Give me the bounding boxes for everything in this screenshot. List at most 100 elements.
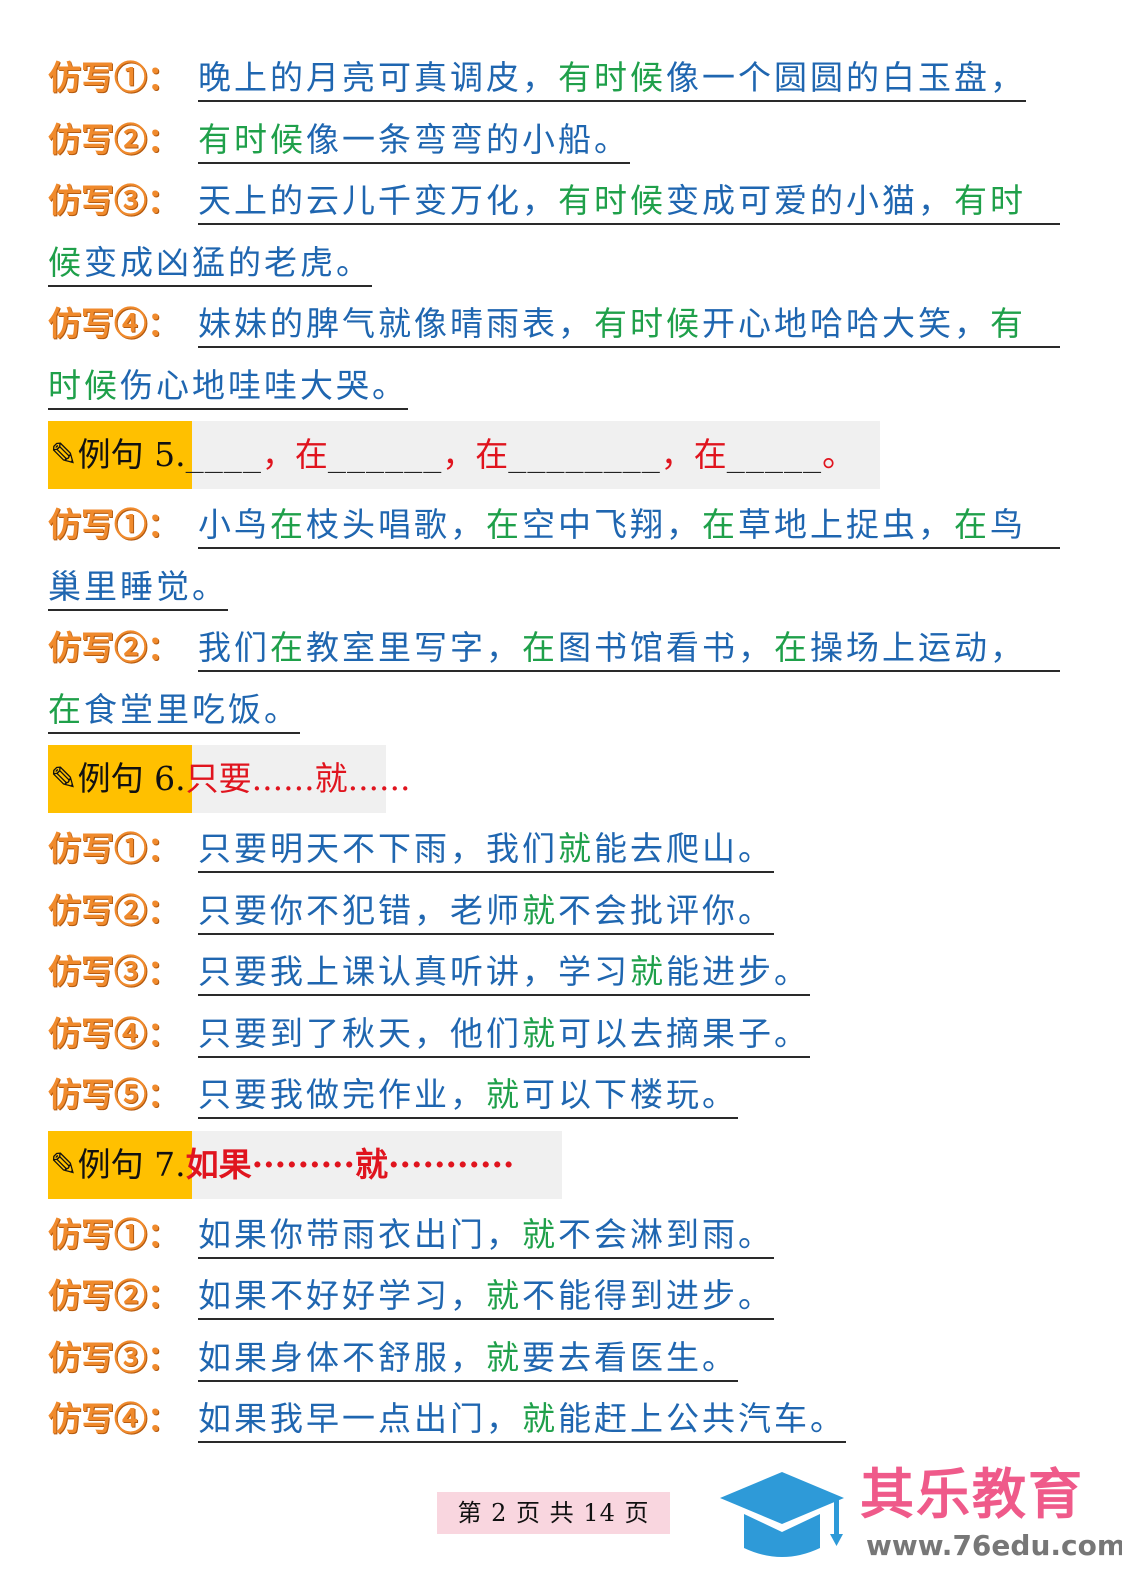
imitation-label: 仿写②： xyxy=(48,1276,180,1315)
sentence-text: 只要我做完作业，就可以下楼玩。 xyxy=(198,1073,738,1119)
pattern-text: ，在 xyxy=(261,435,328,474)
sentence-text: 巢里睡觉。 xyxy=(48,565,228,611)
sentence-segment: 要去看医生。 xyxy=(522,1337,738,1377)
imitation-label: 仿写④： xyxy=(48,1013,180,1053)
imitation-sentence-line: 时候伤心地哇哇大哭。 xyxy=(48,355,1062,417)
sentence-segment: 如果身体不舒服， xyxy=(198,1337,486,1377)
keyword-text: 就 xyxy=(522,1399,558,1438)
keyword-text: 就 xyxy=(558,829,594,868)
sentence-segment: 只要到了秋天，他们 xyxy=(198,1013,522,1053)
keyword-text: 在 xyxy=(774,628,810,667)
sentence-segment: 鸟 xyxy=(990,505,1026,544)
sentence-pattern: 如果·········就··········· xyxy=(186,1145,515,1184)
imitation-label: 仿写①： xyxy=(48,505,180,544)
keyword-text: 有时候 xyxy=(198,119,306,159)
sentence-segment: 晚上的月亮可真调皮， xyxy=(198,58,558,97)
imitation-label: 仿写③： xyxy=(48,181,180,220)
pattern-text: ，在 xyxy=(660,435,727,474)
sentence-text: 如果你带雨衣出门，就不会淋到雨。 xyxy=(198,1213,774,1259)
fill-blank: _____ xyxy=(726,439,823,474)
example-number: 例句 7. xyxy=(77,1144,186,1184)
sentence-text: 如果不好好学习，就不能得到进步。 xyxy=(198,1274,774,1320)
imitation-sentence-line: 仿写①： 只要明天不下雨，我们就能去爬山。 xyxy=(48,818,1062,880)
logo-name: 其乐教育 xyxy=(860,1463,1084,1526)
imitation-sentence-line: 仿写②：有时候像一条弯弯的小船。 xyxy=(48,109,1062,171)
imitation-label: 仿写①： xyxy=(48,829,180,868)
example-header: ✎例句 6.只要......就...... xyxy=(48,745,1062,813)
sentence-segment: 不能得到进步。 xyxy=(522,1276,774,1315)
imitation-sentence-line: 仿写②： 如果不好好学习，就不能得到进步。 xyxy=(48,1265,1062,1327)
sentence-segment: 只要明天不下雨，我们 xyxy=(198,829,558,868)
imitation-sentence-line: 仿写③：天上的云儿千变万化，有时候变成可爱的小猫，有时 xyxy=(48,170,1062,232)
imitation-label: 仿写③： xyxy=(48,1337,180,1377)
sentence-text: 有时候像一条弯弯的小船。 xyxy=(198,118,630,164)
sentence-segment: 只要我做完作业， xyxy=(198,1075,486,1114)
imitation-sentence-line: 仿写⑤： 只要我做完作业，就可以下楼玩。 xyxy=(48,1064,1062,1126)
keyword-text: 就 xyxy=(522,1214,558,1254)
pencil-icon: ✎ xyxy=(50,759,78,798)
keyword-text: 在 xyxy=(522,628,558,667)
keyword-text: 在 xyxy=(702,505,738,544)
sentence-segment: 能赶上公共汽车。 xyxy=(558,1399,846,1438)
sentence-segment: 教室里写字， xyxy=(306,628,522,667)
keyword-text: 时候 xyxy=(48,365,120,405)
sentence-text: 只要你不犯错，老师就不会批评你。 xyxy=(198,889,774,935)
sentence-segment: 图书馆看书， xyxy=(558,628,774,667)
imitation-label: 仿写③： xyxy=(48,952,180,991)
example-number: 例句 6. xyxy=(77,759,186,798)
keyword-text: 就 xyxy=(630,952,666,991)
keyword-text: 候 xyxy=(48,242,84,282)
imitation-label: 仿写⑤： xyxy=(48,1075,180,1114)
sentence-text: 小鸟在枝头唱歌，在空中飞翔，在草地上捉虫，在鸟 xyxy=(198,503,1060,549)
sentence-text: 天上的云儿千变万化，有时候变成可爱的小猫，有时 xyxy=(198,179,1060,225)
sentence-text: 只要明天不下雨，我们就能去爬山。 xyxy=(198,827,774,873)
keyword-text: 有时候 xyxy=(558,58,666,97)
sentence-segment: 小鸟 xyxy=(198,505,270,544)
imitation-sentence-line: 仿写③： 只要我上课认真听讲，学习就能进步。 xyxy=(48,941,1062,1003)
sentence-text: 只要我上课认真听讲，学习就能进步。 xyxy=(198,950,810,996)
sentence-segment: 如果不好好学习， xyxy=(198,1276,486,1315)
sentence-segment: 变成凶猛的老虎。 xyxy=(84,242,372,282)
keyword-text: 在 xyxy=(270,505,306,544)
pencil-icon: ✎ xyxy=(50,435,78,474)
logo-url: www.76edu.com xyxy=(866,1529,1122,1562)
sentence-segment: 像一个圆圆的白玉盘， xyxy=(666,58,1026,97)
imitation-sentence-line: 仿写①： 晚上的月亮可真调皮，有时候像一个圆圆的白玉盘， xyxy=(48,47,1062,109)
sentence-segment: 空中飞翔， xyxy=(522,505,702,544)
keyword-text: 就 xyxy=(522,890,558,930)
pattern-text: ，在 xyxy=(442,435,509,474)
sentence-segment: 只要我上课认真听讲，学习 xyxy=(198,952,630,991)
keyword-text: 有时候 xyxy=(558,181,666,220)
sentence-segment: 能进步。 xyxy=(666,952,810,991)
sentence-segment: 妹妹的脾气就像晴雨表， xyxy=(198,304,594,343)
sentence-pattern: 只要......就...... xyxy=(186,759,411,798)
sentence-text: 如果身体不舒服，就要去看医生。 xyxy=(198,1336,738,1382)
sentence-text: 我们在教室里写字，在图书馆看书，在操场上运动， xyxy=(198,626,1060,672)
keyword-text: 有 xyxy=(990,304,1026,343)
pattern-text: 。 xyxy=(822,435,856,474)
keyword-text: 有时 xyxy=(954,181,1026,220)
sentence-segment: 可以去摘果子。 xyxy=(558,1013,810,1053)
imitation-label: 仿写②： xyxy=(48,628,180,667)
imitation-label: 仿写①： xyxy=(48,58,180,97)
sentence-pattern: ____，在______，在________，在_____。 xyxy=(186,435,855,474)
sentence-segment: 天上的云儿千变万化， xyxy=(198,181,558,220)
header-accent xyxy=(48,745,192,813)
sentence-segment: 开心地哈哈大笑， xyxy=(702,304,990,343)
imitation-sentence-line: 仿写④：妹妹的脾气就像晴雨表，有时候开心地哈哈大笑，有 xyxy=(48,293,1062,355)
imitation-sentence-line: 仿写①：小鸟在枝头唱歌，在空中飞翔，在草地上捉虫，在鸟 xyxy=(48,494,1062,556)
example-title: ✎例句 7.如果·········就··········· xyxy=(50,1131,514,1199)
fill-blank: ______ xyxy=(327,439,443,474)
pencil-icon: ✎ xyxy=(50,1144,78,1184)
keyword-text: 在 xyxy=(270,628,306,667)
sentence-segment: 伤心地哇哇大哭。 xyxy=(120,365,408,405)
imitation-label: 仿写②： xyxy=(48,890,180,930)
sentence-text: 如果我早一点出门，就能赶上公共汽车。 xyxy=(198,1397,846,1443)
sentence-text: 晚上的月亮可真调皮，有时候像一个圆圆的白玉盘， xyxy=(198,56,1026,102)
worksheet-document: 仿写①：晚上的月亮可真调皮，有时候像一个圆圆的白玉盘，仿写②：有时候像一条弯弯的… xyxy=(48,47,1062,1450)
example-title: ✎例句 6.只要......就...... xyxy=(50,745,411,813)
keyword-text: 有时候 xyxy=(594,304,702,343)
sentence-segment: 操场上运动， xyxy=(810,628,1026,667)
fill-blank: ________ xyxy=(508,439,661,474)
sentence-text: 在食堂里吃饭。 xyxy=(48,688,300,734)
